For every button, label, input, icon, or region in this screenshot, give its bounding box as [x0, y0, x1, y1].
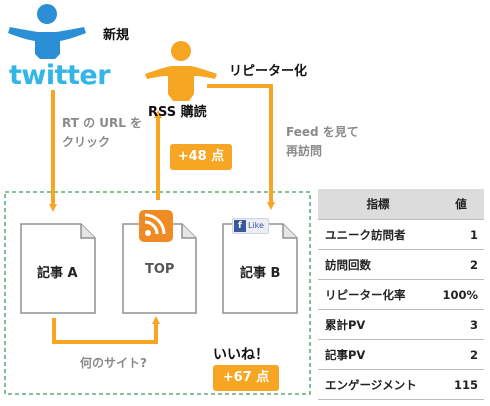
- twitter-click-label-line1: RT の URL を: [62, 116, 143, 130]
- metric-value: 1: [438, 219, 484, 250]
- rss-subscribe-label: RSS 購読: [148, 105, 207, 120]
- arrow-repeater-to-article-b: [207, 84, 275, 210]
- metric-name: 記事PV: [318, 339, 438, 370]
- metric-value: 2: [438, 249, 484, 280]
- new-visitor-label: 新規: [103, 28, 130, 43]
- table-row: エンゲージメント 115: [318, 369, 484, 400]
- metric-value: 2: [438, 339, 484, 370]
- document-article-b-icon: [222, 223, 298, 314]
- metric-name: エンゲージメント: [318, 369, 438, 400]
- metric-name: リピーター化率: [318, 279, 438, 310]
- metric-value: 115: [438, 369, 484, 400]
- what-site-label: 何のサイト?: [80, 356, 147, 370]
- person-new-icon: [8, 4, 86, 59]
- feed-revisit-label-line2: 再訪問: [286, 144, 323, 158]
- table-row: ユニーク訪問者 1: [318, 219, 484, 250]
- metric-name: ユニーク訪問者: [318, 219, 438, 250]
- metrics-header-value: 値: [438, 189, 484, 220]
- facebook-like-text: Like: [248, 221, 264, 230]
- like-label: いいね！: [213, 347, 269, 363]
- site-boundary: [4, 191, 311, 395]
- table-row: リピーター化率 100%: [318, 279, 484, 310]
- table-row: 累計PV 3: [318, 309, 484, 340]
- like-points-badge: +67 点: [213, 365, 279, 391]
- article-b-label: 記事 B: [240, 266, 281, 281]
- top-page-label: TOP: [145, 262, 175, 277]
- twitter-click-label-line2: クリック: [62, 135, 111, 149]
- twitter-logo: twitter: [9, 60, 111, 91]
- metrics-header-key: 指標: [318, 189, 438, 220]
- document-top-icon: [122, 223, 197, 314]
- metrics-header-row: 指標 値: [318, 189, 484, 220]
- article-a-label: 記事 A: [37, 266, 78, 281]
- arrow-article-a-to-top: [52, 316, 160, 344]
- metric-value: 3: [438, 309, 484, 340]
- metric-name: 訪問回数: [318, 249, 438, 280]
- rss-points-badge: +48 点: [170, 144, 232, 170]
- document-article-a-icon: [20, 223, 96, 314]
- table-row: 記事PV 2: [318, 339, 484, 370]
- feed-revisit-label-line1: Feed を見て: [286, 125, 359, 139]
- metric-name: 累計PV: [318, 309, 438, 340]
- rss-icon: [139, 210, 173, 242]
- person-repeater-icon: [145, 41, 217, 101]
- metrics-table: 指標 値 ユニーク訪問者 1 訪問回数 2 リピーター化率 100% 累計PV …: [318, 189, 484, 400]
- metric-value: 100%: [438, 279, 484, 310]
- table-row: 訪問回数 2: [318, 249, 484, 280]
- repeater-label: リピーター化: [229, 64, 308, 79]
